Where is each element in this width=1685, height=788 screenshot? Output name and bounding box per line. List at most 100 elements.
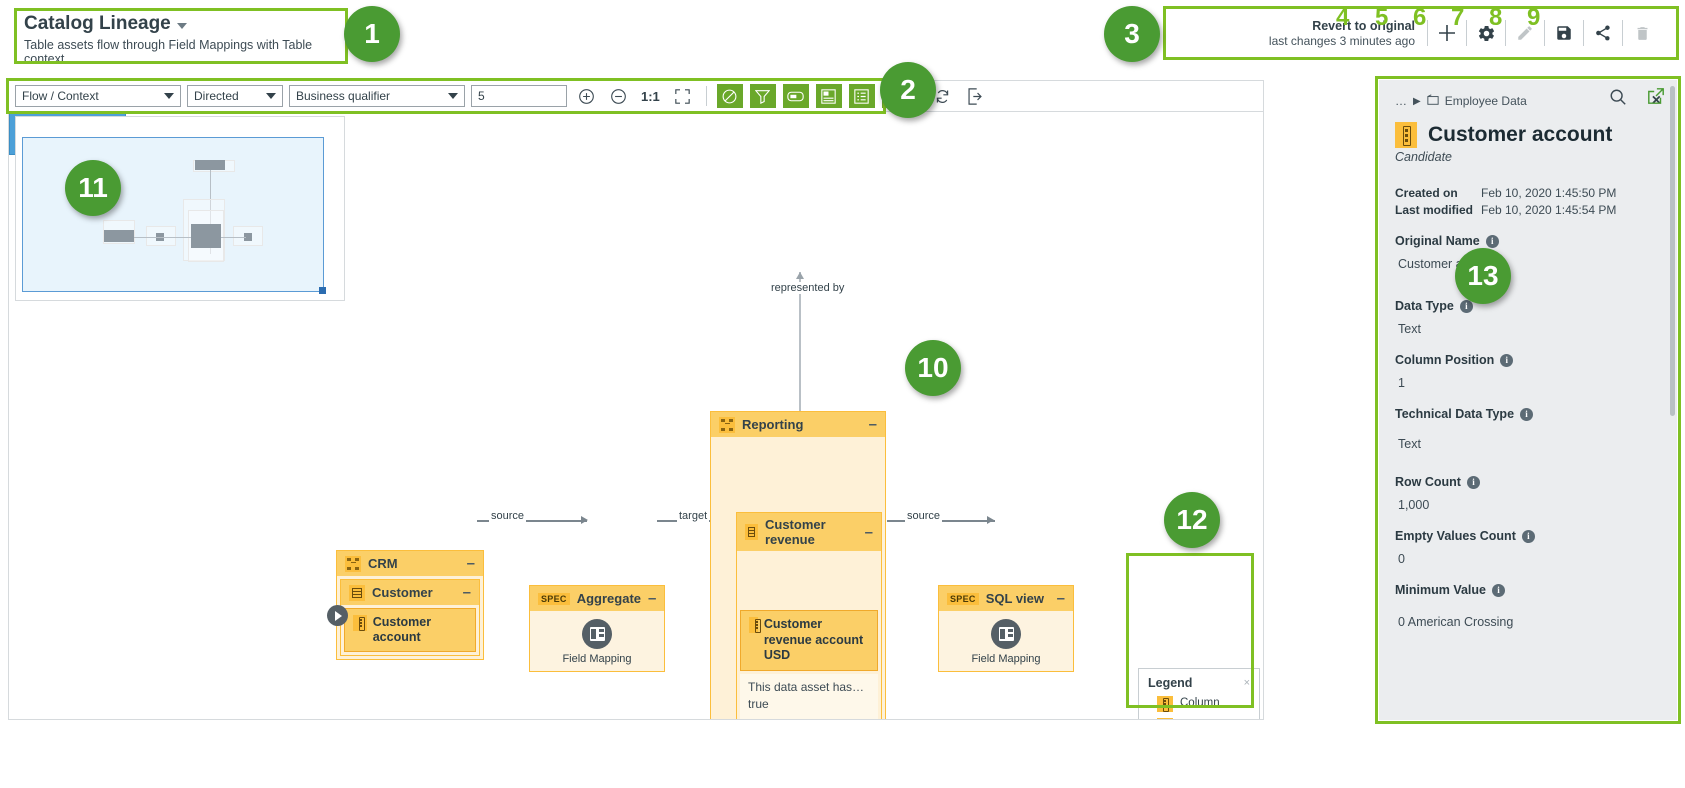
info-icon[interactable]: i <box>1466 475 1480 489</box>
node-description: This data asset has… true <box>740 673 878 719</box>
search-icon[interactable] <box>1609 88 1627 111</box>
field-value: Text <box>1398 322 1421 336</box>
add-icon[interactable] <box>1428 13 1466 53</box>
field-original-name: Original Name i Customer account <box>1395 234 1661 271</box>
fit-to-screen-icon[interactable] <box>670 84 696 108</box>
callout-7: 7 <box>1451 4 1465 31</box>
column-icon <box>1157 696 1173 712</box>
aggregate-field-mapping[interactable]: Field Mapping <box>530 611 664 671</box>
revert-block[interactable]: Revert to original last changes 3 minute… <box>1269 19 1415 48</box>
zoom-in-icon[interactable] <box>573 84 599 108</box>
customer-header[interactable]: Customer – <box>341 580 479 605</box>
field-value: 1 <box>1398 376 1405 390</box>
delete-trash-icon[interactable] <box>1623 13 1661 53</box>
depth-value: 5 <box>478 89 485 103</box>
collapse-icon[interactable]: – <box>1056 590 1065 607</box>
info-icon[interactable]: i <box>1500 353 1514 367</box>
caret-down-icon[interactable] <box>176 23 187 29</box>
info-icon[interactable]: i <box>1520 407 1534 421</box>
edge-label-source-1: source <box>489 510 527 522</box>
flow-context-select[interactable]: Flow / Context <box>15 85 181 107</box>
title-row[interactable]: Catalog Lineage <box>24 13 338 35</box>
zoom-out-icon[interactable] <box>605 84 631 108</box>
label-icon[interactable] <box>782 84 809 108</box>
description-label: This data asset has… <box>748 679 865 694</box>
zoom-reset-button[interactable]: 1:1 <box>641 88 660 104</box>
layout-icon[interactable] <box>815 84 842 108</box>
expand-play-button[interactable] <box>327 605 348 626</box>
node-customer-table[interactable]: Customer – Customer account <box>340 579 480 656</box>
collapse-icon[interactable]: – <box>868 416 877 433</box>
customer-revenue-header[interactable]: Customer revenue – <box>737 513 881 551</box>
open-in-new-window-icon[interactable] <box>1647 87 1665 110</box>
field-minimum-value: Minimum Value i 0 American Crossing <box>1395 583 1661 629</box>
legend-item-column: Column <box>1148 696 1250 712</box>
callout-3: 3 <box>1104 6 1160 62</box>
no-filter-icon[interactable] <box>716 84 743 108</box>
direction-select[interactable]: Directed <box>187 85 283 107</box>
lineage-canvas[interactable]: BT Customer Revenue represented by CRM –… <box>8 112 1264 720</box>
callout-8: 8 <box>1489 4 1503 31</box>
legend-item-table: Table <box>1148 718 1250 719</box>
callout-1: 1 <box>344 6 400 62</box>
list-icon[interactable] <box>848 84 875 108</box>
save-floppy-icon[interactable] <box>1545 13 1583 53</box>
depth-input[interactable]: 5 <box>471 85 567 107</box>
field-mapping-label: Field Mapping <box>562 653 632 665</box>
callout-2: 2 <box>880 62 936 118</box>
share-icon[interactable] <box>1584 13 1622 53</box>
info-icon[interactable]: i <box>1459 299 1473 313</box>
callout-11: 11 <box>65 160 121 216</box>
breadcrumb-ellipsis[interactable]: … <box>1395 94 1407 108</box>
column-icon <box>1395 122 1417 148</box>
node-customer-revenue-account-usd-column[interactable]: Customer revenue account USD <box>740 610 878 671</box>
panel-scrollbar[interactable] <box>1670 86 1675 416</box>
sql-view-field-mapping[interactable]: Field Mapping <box>939 611 1073 671</box>
edit-pencil-icon[interactable] <box>1506 13 1544 53</box>
collapse-icon[interactable]: – <box>648 590 657 607</box>
collapse-icon[interactable]: – <box>462 584 471 601</box>
breadcrumb-item[interactable]: Employee Data <box>1444 94 1527 108</box>
collapse-icon[interactable]: – <box>466 555 475 572</box>
node-sql-view-spec[interactable]: SPEC SQL view – Field Mapping <box>938 585 1074 672</box>
node-reporting-schema[interactable]: Reporting – Customer revenue – Customer … <box>710 411 886 719</box>
export-icon[interactable] <box>962 84 988 108</box>
refresh-icon[interactable] <box>930 84 956 108</box>
minimap-resize-handle[interactable] <box>319 287 326 294</box>
field-mapping-icon <box>582 619 612 649</box>
table-icon <box>1157 718 1173 719</box>
crm-header[interactable]: CRM – <box>337 551 483 576</box>
settings-gear-icon[interactable] <box>1467 13 1505 53</box>
collapse-icon[interactable]: – <box>864 523 873 541</box>
close-icon[interactable]: × <box>1651 92 1661 109</box>
spacer <box>711 437 885 509</box>
field-label-row: Minimum Value i <box>1395 583 1661 597</box>
node-crm-schema[interactable]: CRM – Customer – Customer account <box>327 550 484 660</box>
node-customer-account-column[interactable]: Customer account <box>344 608 476 652</box>
close-icon[interactable]: × <box>1243 677 1250 689</box>
legend-panel[interactable]: Legend × Column Table Schema Field Mappi… <box>1138 668 1260 719</box>
filter-icon[interactable] <box>749 84 776 108</box>
node-customer-revenue-table[interactable]: Customer revenue – Customer revenue acco… <box>736 512 882 719</box>
created-on-row: Created on Feb 10, 2020 1:45:50 PM <box>1395 186 1661 200</box>
edge-source-1 <box>477 520 587 522</box>
qualifier-select[interactable]: Business qualifier <box>289 85 465 107</box>
divider <box>1505 20 1506 46</box>
node-aggregate-spec[interactable]: SPEC Aggregate – Field Mapping <box>529 585 665 672</box>
minimap-edge <box>134 237 191 238</box>
sql-view-header[interactable]: SPEC SQL view – <box>939 586 1073 611</box>
spacer <box>737 551 881 607</box>
info-icon[interactable]: i <box>1492 583 1505 597</box>
breadcrumb-arrow-icon[interactable]: ▶ <box>1413 95 1421 107</box>
reporting-header[interactable]: Reporting – <box>711 412 885 437</box>
panel-subtitle: Candidate <box>1395 150 1452 164</box>
field-column-position: Column Position i 1 <box>1395 353 1661 390</box>
details-panel[interactable]: … ▶ Employee Data × Customer account Can… <box>1379 80 1677 720</box>
info-icon[interactable]: i <box>1521 529 1535 543</box>
minimap[interactable] <box>15 116 345 301</box>
minimap-viewport[interactable] <box>22 137 326 294</box>
edge-label-represented-by: represented by <box>769 282 847 294</box>
field-value: Text <box>1398 437 1421 451</box>
aggregate-header[interactable]: SPEC Aggregate – <box>530 586 664 611</box>
info-icon[interactable]: i <box>1485 234 1499 248</box>
